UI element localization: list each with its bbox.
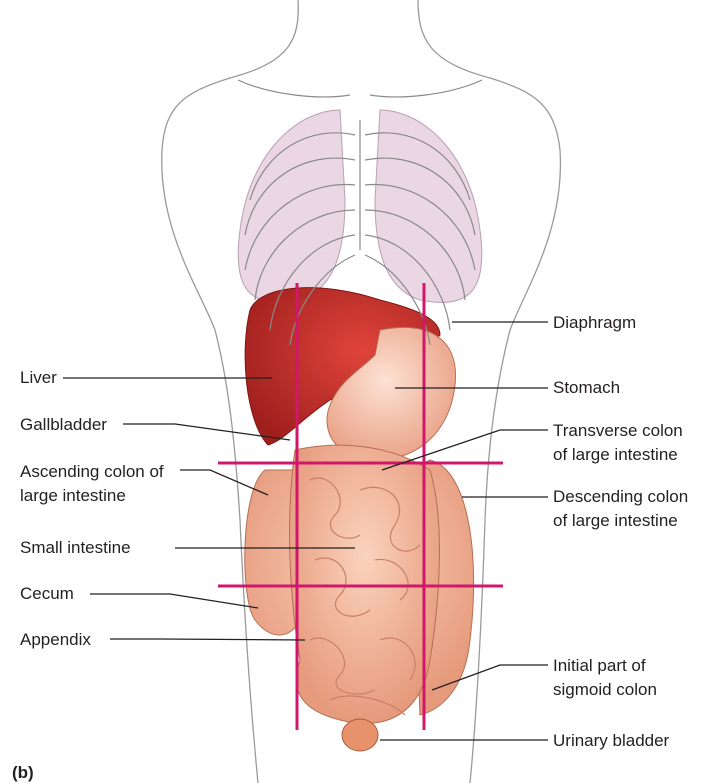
label-descending-colon-line1: Descending colon: [553, 486, 688, 507]
label-cecum: Cecum: [20, 583, 74, 604]
panel-label: (b): [12, 762, 34, 783]
label-small-intestine: Small intestine: [20, 537, 131, 558]
label-ascending-colon-line1: Ascending colon of: [20, 461, 164, 482]
label-descending-colon-line2: of large intestine: [553, 510, 678, 531]
label-liver: Liver: [20, 367, 57, 388]
label-urinary-bladder: Urinary bladder: [553, 730, 669, 751]
label-diaphragm: Diaphragm: [553, 312, 636, 333]
label-ascending-colon-line2: large intestine: [20, 485, 126, 506]
label-gallbladder: Gallbladder: [20, 414, 107, 435]
urinary-bladder-organ: [342, 719, 378, 751]
label-sigmoid-colon-line1: Initial part of: [553, 655, 646, 676]
label-appendix: Appendix: [20, 629, 91, 650]
label-stomach: Stomach: [553, 377, 620, 398]
label-sigmoid-colon-line2: sigmoid colon: [553, 679, 657, 700]
label-transverse-colon-line1: Transverse colon: [553, 420, 683, 441]
small-intestine-mass: [290, 445, 440, 723]
label-transverse-colon-line2: of large intestine: [553, 444, 678, 465]
